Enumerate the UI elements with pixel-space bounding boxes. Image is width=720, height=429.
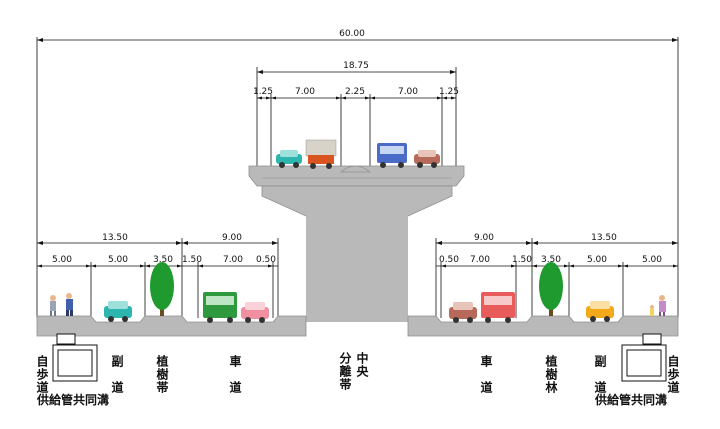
car-icon <box>241 302 269 323</box>
dim-left-planting: 3.50 <box>153 255 173 265</box>
tree-icon <box>150 262 174 316</box>
bus-icon <box>203 292 237 323</box>
bus-icon <box>377 143 407 168</box>
truck-icon <box>305 139 337 169</box>
dim-left-sidewalk: 5.00 <box>52 255 72 265</box>
dim-right-service-road: 5.00 <box>587 255 607 265</box>
dim-right-road-margin-out: 0.50 <box>439 255 459 265</box>
dim-right-road-margin-in: 1.50 <box>512 255 532 265</box>
dim-elevated-total: 18.75 <box>343 61 369 71</box>
label-roadway-right: 車道 <box>479 354 493 407</box>
label-service-road-right: 副道 <box>593 354 607 407</box>
dim-left-group: 13.50 <box>102 233 128 243</box>
label-sidewalk-right: 自歩道 <box>666 354 680 394</box>
dim-right-roadway-group: 9.00 <box>474 233 494 243</box>
dim-elevated-shoulder-right: 1.25 <box>439 87 459 97</box>
label-sidewalk-left: 自歩道 <box>35 354 49 394</box>
dim-left-roadway-group: 9.00 <box>222 233 242 243</box>
dim-left-road: 7.00 <box>223 255 243 265</box>
dim-left-road-margin-out: 0.50 <box>256 255 276 265</box>
label-utility-conduit-right: 供給管共同溝 <box>594 392 667 407</box>
car-icon <box>104 301 132 322</box>
car-icon <box>586 301 614 322</box>
pedestrian-icon <box>50 295 56 316</box>
label-median-a: 中央 <box>355 351 369 378</box>
utility-conduit-icon <box>621 333 667 382</box>
elevated-viaduct <box>248 165 465 322</box>
dim-left-service-road: 5.00 <box>108 255 128 265</box>
ground-profile <box>36 315 679 337</box>
car-icon <box>414 150 440 168</box>
utility-conduit-icon <box>52 333 98 382</box>
dimension-total <box>36 37 679 318</box>
label-service-road-left: 副道 <box>110 354 124 407</box>
dim-right-planting: 3.50 <box>541 255 561 265</box>
dim-total-label: 60.00 <box>339 29 365 39</box>
dim-right-sidewalk: 5.00 <box>642 255 662 265</box>
tree-icon <box>539 262 563 316</box>
dimension-elevated <box>256 67 457 170</box>
label-roadway-left: 車道 <box>228 354 242 407</box>
pedestrian-icon <box>66 293 73 316</box>
label-utility-conduit-left: 供給管共同溝 <box>36 392 109 407</box>
pedestrian-icon <box>650 295 666 316</box>
car-icon <box>276 150 302 168</box>
label-planting-right: 植樹林 <box>544 354 558 394</box>
viaduct-crossbeam <box>261 185 453 217</box>
dim-right-road: 7.00 <box>470 255 490 265</box>
dim-elevated-shoulder-left: 1.25 <box>253 87 273 97</box>
viaduct-deck <box>248 165 465 187</box>
dim-left-road-margin-in: 1.50 <box>182 255 202 265</box>
car-icon <box>449 302 477 323</box>
label-planting-left: 植樹帯 <box>155 354 169 394</box>
dim-elevated-lanes-right: 7.00 <box>398 87 418 97</box>
dim-right-group: 13.50 <box>591 233 617 243</box>
label-median-b: 分離帯 <box>338 351 352 391</box>
bus-icon <box>481 292 515 323</box>
dim-elevated-median: 2.25 <box>345 87 365 97</box>
median-barrier <box>339 165 372 173</box>
viaduct-pier <box>306 212 408 322</box>
dim-elevated-lanes-left: 7.00 <box>295 87 315 97</box>
